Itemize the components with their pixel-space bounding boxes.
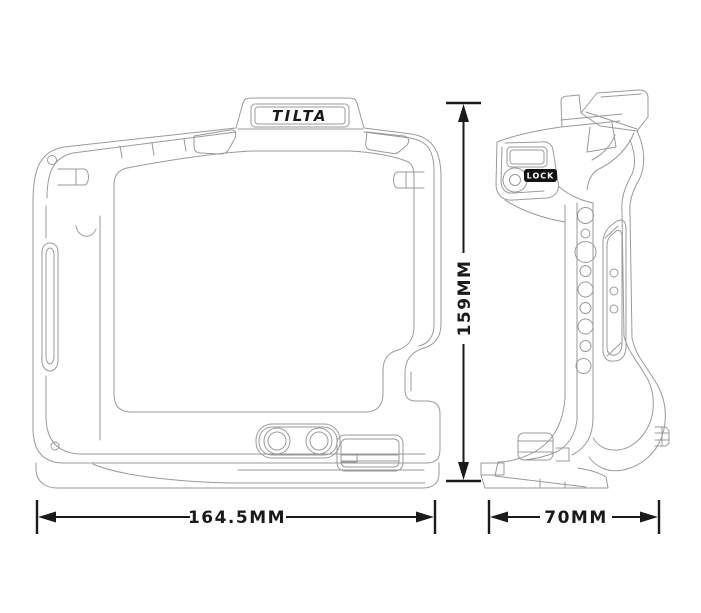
bottom-hole-right-inner (309, 431, 329, 451)
bottom-opening-tab (340, 453, 358, 463)
right-pin (393, 171, 425, 189)
depth-dim-arrow-left (490, 511, 508, 523)
side-top-edge (496, 126, 562, 143)
mounting-hole (575, 358, 592, 374)
mounting-hole (577, 207, 594, 224)
side-column-lines (564, 202, 594, 421)
depth-dimension-label: 70MM (544, 508, 608, 528)
front-inner-left-lines (45, 205, 426, 455)
lock-knob-center (509, 174, 521, 186)
side-slot-facets (604, 225, 622, 357)
top-cutout-right (365, 131, 410, 155)
side-grip-curve-2 (591, 134, 616, 161)
brand-logo: TILTA (272, 107, 328, 125)
height-dimension-label: 159MM (455, 260, 475, 337)
bottom-opening-ledge (340, 454, 399, 462)
width-dimension (35, 500, 437, 534)
slot-hole (609, 304, 619, 314)
height-dim-arrow-up (458, 104, 469, 122)
left-grip-slot-inner (45, 247, 55, 365)
width-dim-arrow-right (416, 511, 434, 523)
leg-step (555, 447, 570, 462)
side-neck-lines (504, 185, 594, 223)
bottom-slot-outer (255, 423, 341, 459)
mounting-hole-column (574, 207, 597, 374)
side-base-outline (480, 467, 609, 489)
width-dim-arrow-left (38, 511, 56, 523)
bottom-opening-inner (340, 438, 400, 468)
side-hook-inner (592, 335, 654, 451)
lock-knob (502, 167, 528, 193)
mounting-hole (577, 318, 594, 335)
mounting-hole (577, 281, 594, 298)
height-dim-arrow-down (458, 462, 469, 480)
cold-shoe-plate (580, 89, 649, 132)
lock-housing-inner (500, 146, 545, 194)
lock-housing-outline (495, 141, 559, 201)
cold-shoe-post (560, 94, 582, 128)
side-leg-inner (523, 419, 578, 461)
screw-hole-top-left (47, 155, 57, 165)
front-left-hook-jog (75, 225, 97, 237)
front-outer-outline (32, 97, 442, 464)
depth-dimension (487, 500, 661, 534)
leg-block (517, 432, 554, 461)
cold-shoe-bar (560, 113, 623, 153)
brand-plate-inner (254, 106, 346, 125)
side-right-upper-outline (629, 130, 645, 339)
side-base-ticks (539, 478, 566, 489)
bottom-hole-left-inner (267, 431, 287, 451)
height-dimension (446, 101, 481, 483)
lock-badge-label: LOCK (527, 172, 555, 181)
bottom-hole-right (305, 427, 333, 455)
side-slot-inner (606, 229, 623, 356)
lock-housing-plate-inner (509, 149, 545, 165)
depth-dim-arrow-right (640, 511, 658, 523)
baseplate-outline (35, 462, 440, 489)
top-cutout-left (193, 129, 237, 155)
baseplate-step-line (92, 463, 426, 484)
lock-housing-plate (506, 146, 548, 168)
mounting-hole (574, 241, 597, 263)
lock-badge (524, 169, 557, 182)
slot-hole (609, 268, 619, 278)
dimension-annotations (35, 101, 661, 534)
leg-block-lines (517, 440, 554, 453)
mounting-hole (579, 302, 592, 314)
side-base-tab (480, 462, 505, 476)
front-view (32, 97, 442, 489)
brand-plate (250, 103, 350, 128)
side-grip-curve-1 (586, 132, 635, 191)
side-slot-outer (602, 219, 627, 362)
cold-shoe-plate-lines (585, 93, 642, 130)
left-grip-slot-outer (41, 242, 59, 372)
screw-hole-bottom-left (50, 441, 60, 451)
side-hook-screw (654, 426, 670, 447)
mounting-hole (580, 228, 591, 239)
side-hook-outer (588, 337, 666, 472)
front-bar-rib-ticks (119, 138, 187, 159)
mounting-hole (579, 265, 592, 277)
front-inner-right-line (410, 171, 435, 392)
front-inner-opening (113, 150, 415, 413)
left-pin (57, 168, 89, 186)
mounting-hole (579, 340, 592, 352)
front-inner-top-right-line (363, 131, 435, 173)
bottom-opening-outer (336, 434, 404, 472)
side-view (480, 89, 670, 489)
front-inner-top-left-line (46, 131, 237, 199)
width-dimension-label: 164.5MM (188, 508, 286, 528)
slot-hole (609, 286, 619, 296)
side-leg-center (571, 417, 594, 456)
side-right-upper-inner (621, 139, 635, 337)
side-leg-outer (494, 397, 566, 477)
bottom-hole-left (263, 427, 291, 455)
bottom-slot-inner (258, 426, 338, 456)
